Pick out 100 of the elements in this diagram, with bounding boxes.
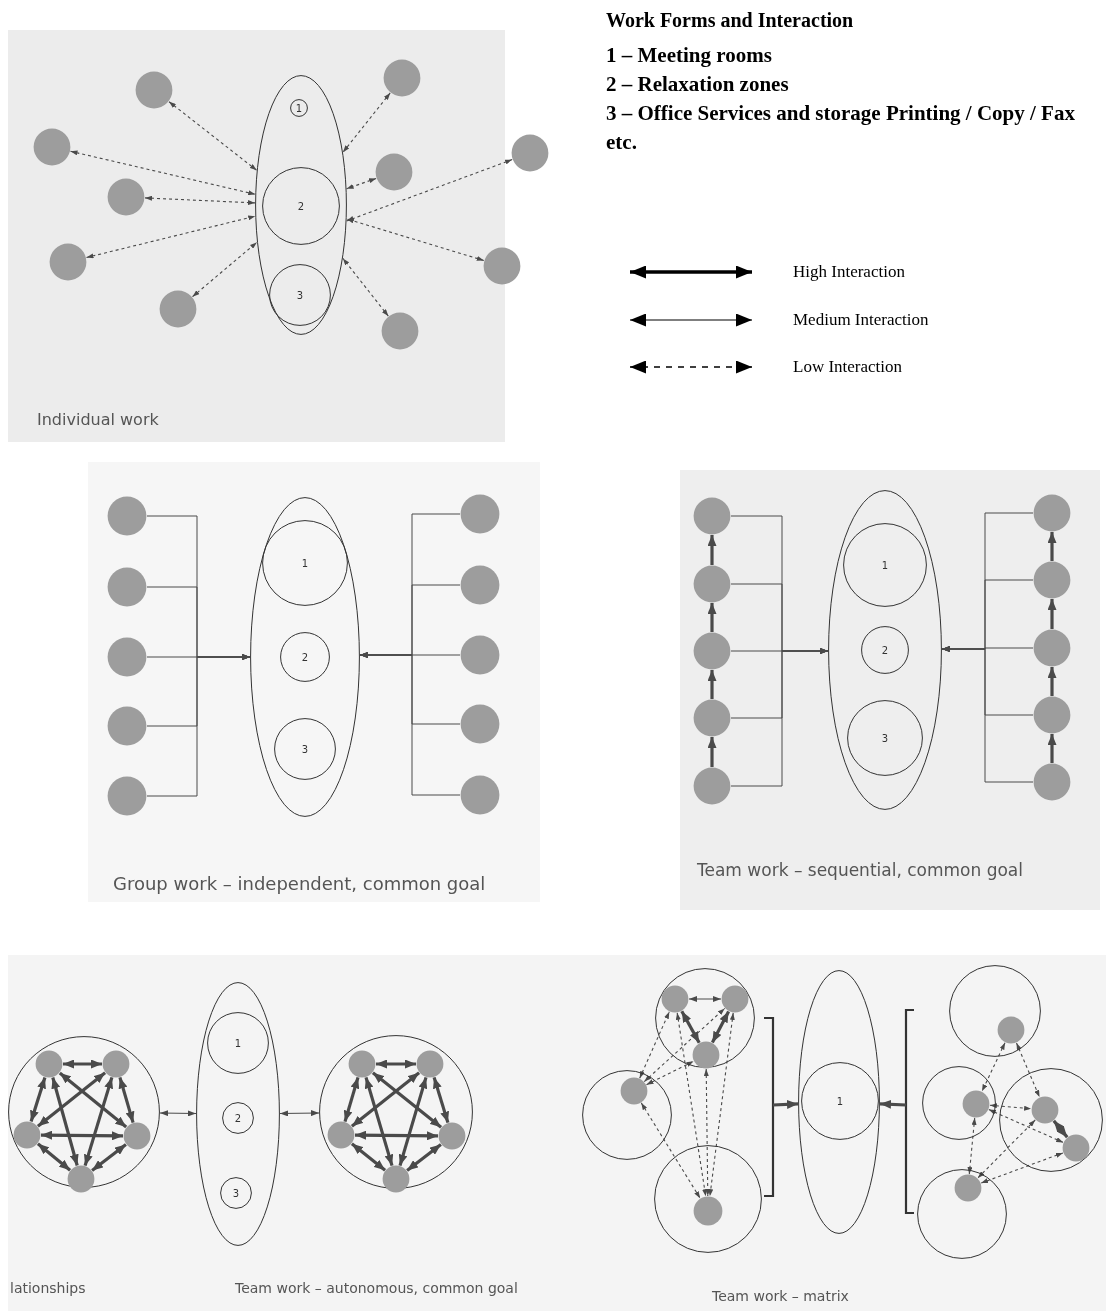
filled-circle: [1033, 763, 1071, 801]
group-circle: [655, 968, 755, 1068]
filled-circle: [1033, 494, 1071, 532]
arrow: [1047, 667, 1057, 696]
zone-ellipse: [196, 982, 280, 1246]
filled-circle: [483, 247, 521, 285]
numbered-circle: 3: [847, 700, 923, 776]
caption: Team work – matrix: [712, 1287, 849, 1306]
filled-circle: [460, 494, 500, 534]
list-item: 1 – Meeting rooms: [606, 42, 773, 69]
filled-circle: [327, 1121, 355, 1149]
arrow: [343, 1076, 360, 1123]
legend-label: Medium Interaction: [793, 310, 929, 330]
filled-circle: [1033, 629, 1071, 667]
caption: lationships: [10, 1279, 86, 1298]
arrow: [680, 1010, 701, 1044]
group-circle: [949, 965, 1041, 1057]
filled-circle: [1033, 696, 1071, 734]
arrow: [967, 1117, 977, 1175]
arrow: [688, 996, 722, 1002]
arrow: [63, 1059, 102, 1069]
filled-circle: [123, 1122, 151, 1150]
numbered-circle: 3: [274, 718, 336, 780]
numbered-circle: 1: [843, 523, 927, 607]
filled-circle: [692, 1041, 720, 1069]
filled-circle: [997, 1016, 1025, 1044]
filled-circle: [962, 1090, 990, 1118]
arrow: [398, 1076, 428, 1167]
arrow: [1047, 532, 1057, 561]
numbered-circle: 3: [220, 1177, 252, 1209]
arrow: [639, 1011, 670, 1079]
arrow: [91, 1143, 127, 1172]
caption: Team work – sequential, common goal: [697, 859, 1023, 882]
list-item: 2 – Relaxation zones: [606, 71, 790, 98]
filled-circle: [693, 497, 731, 535]
arrow: [981, 1042, 1006, 1092]
arrow: [977, 1119, 1036, 1179]
arrow: [58, 1071, 128, 1129]
filled-circle: [1062, 1134, 1090, 1162]
filled-circle: [107, 637, 147, 677]
arrow: [85, 215, 256, 259]
filled-circle: [67, 1165, 95, 1193]
arrow: [350, 1142, 387, 1172]
filled-circle: [107, 567, 147, 607]
arrow: [980, 1152, 1064, 1184]
arrow: [69, 150, 256, 196]
filled-circle: [460, 704, 500, 744]
filled-circle: [49, 243, 87, 281]
filled-circle: [13, 1121, 41, 1149]
arrow: [1052, 1119, 1069, 1139]
numbered-circle: 3: [269, 264, 331, 326]
arrow: [191, 241, 258, 298]
filled-circle: [693, 1196, 723, 1226]
group-circle: [582, 1070, 672, 1160]
arrow: [645, 1060, 695, 1086]
filled-circle: [33, 128, 71, 166]
arrow: [711, 1010, 730, 1044]
arrow: [36, 1142, 72, 1172]
arrow: [41, 1130, 123, 1141]
filled-circle: [460, 565, 500, 605]
filled-circle: [1033, 561, 1071, 599]
numbered-circle: 2: [861, 626, 909, 674]
arrow: [346, 218, 485, 262]
arrow: [342, 257, 389, 317]
arrow: [359, 652, 461, 796]
filled-circle: [693, 632, 731, 670]
numbered-circle: 1: [262, 520, 348, 606]
filled-circle: [375, 153, 413, 191]
filled-circle: [107, 178, 145, 216]
filled-circle: [107, 496, 147, 536]
numbered-circle: 2: [262, 167, 340, 245]
arrow: [144, 195, 256, 206]
arrow: [640, 1102, 701, 1199]
filled-circle: [460, 775, 500, 815]
zone-ellipse: [828, 490, 942, 810]
arrow: [703, 1068, 711, 1197]
filled-circle: [693, 767, 731, 805]
filled-circle: [954, 1174, 982, 1202]
group-circle: [999, 1068, 1103, 1172]
arrow: [371, 1071, 443, 1129]
filled-circle: [416, 1050, 444, 1078]
arrow: [432, 1076, 450, 1124]
group-circle: [654, 1145, 762, 1253]
arrow: [941, 646, 1034, 783]
filled-circle: [511, 134, 549, 172]
arrow: [707, 535, 717, 565]
arrow: [707, 670, 717, 699]
filled-circle: [107, 706, 147, 746]
arrow: [364, 1076, 394, 1167]
filled-circle: [1031, 1096, 1059, 1124]
arrow: [707, 737, 717, 767]
caption: Team work – autonomous, common goal: [235, 1279, 518, 1298]
arrow: [406, 1143, 442, 1172]
arrow: [1047, 599, 1057, 629]
zone-ellipse: [250, 497, 360, 817]
filled-circle: [438, 1122, 466, 1150]
numbered-circle: 2: [280, 632, 330, 682]
arrow: [159, 1110, 197, 1117]
filled-circle: [693, 565, 731, 603]
arrow: [346, 159, 513, 222]
